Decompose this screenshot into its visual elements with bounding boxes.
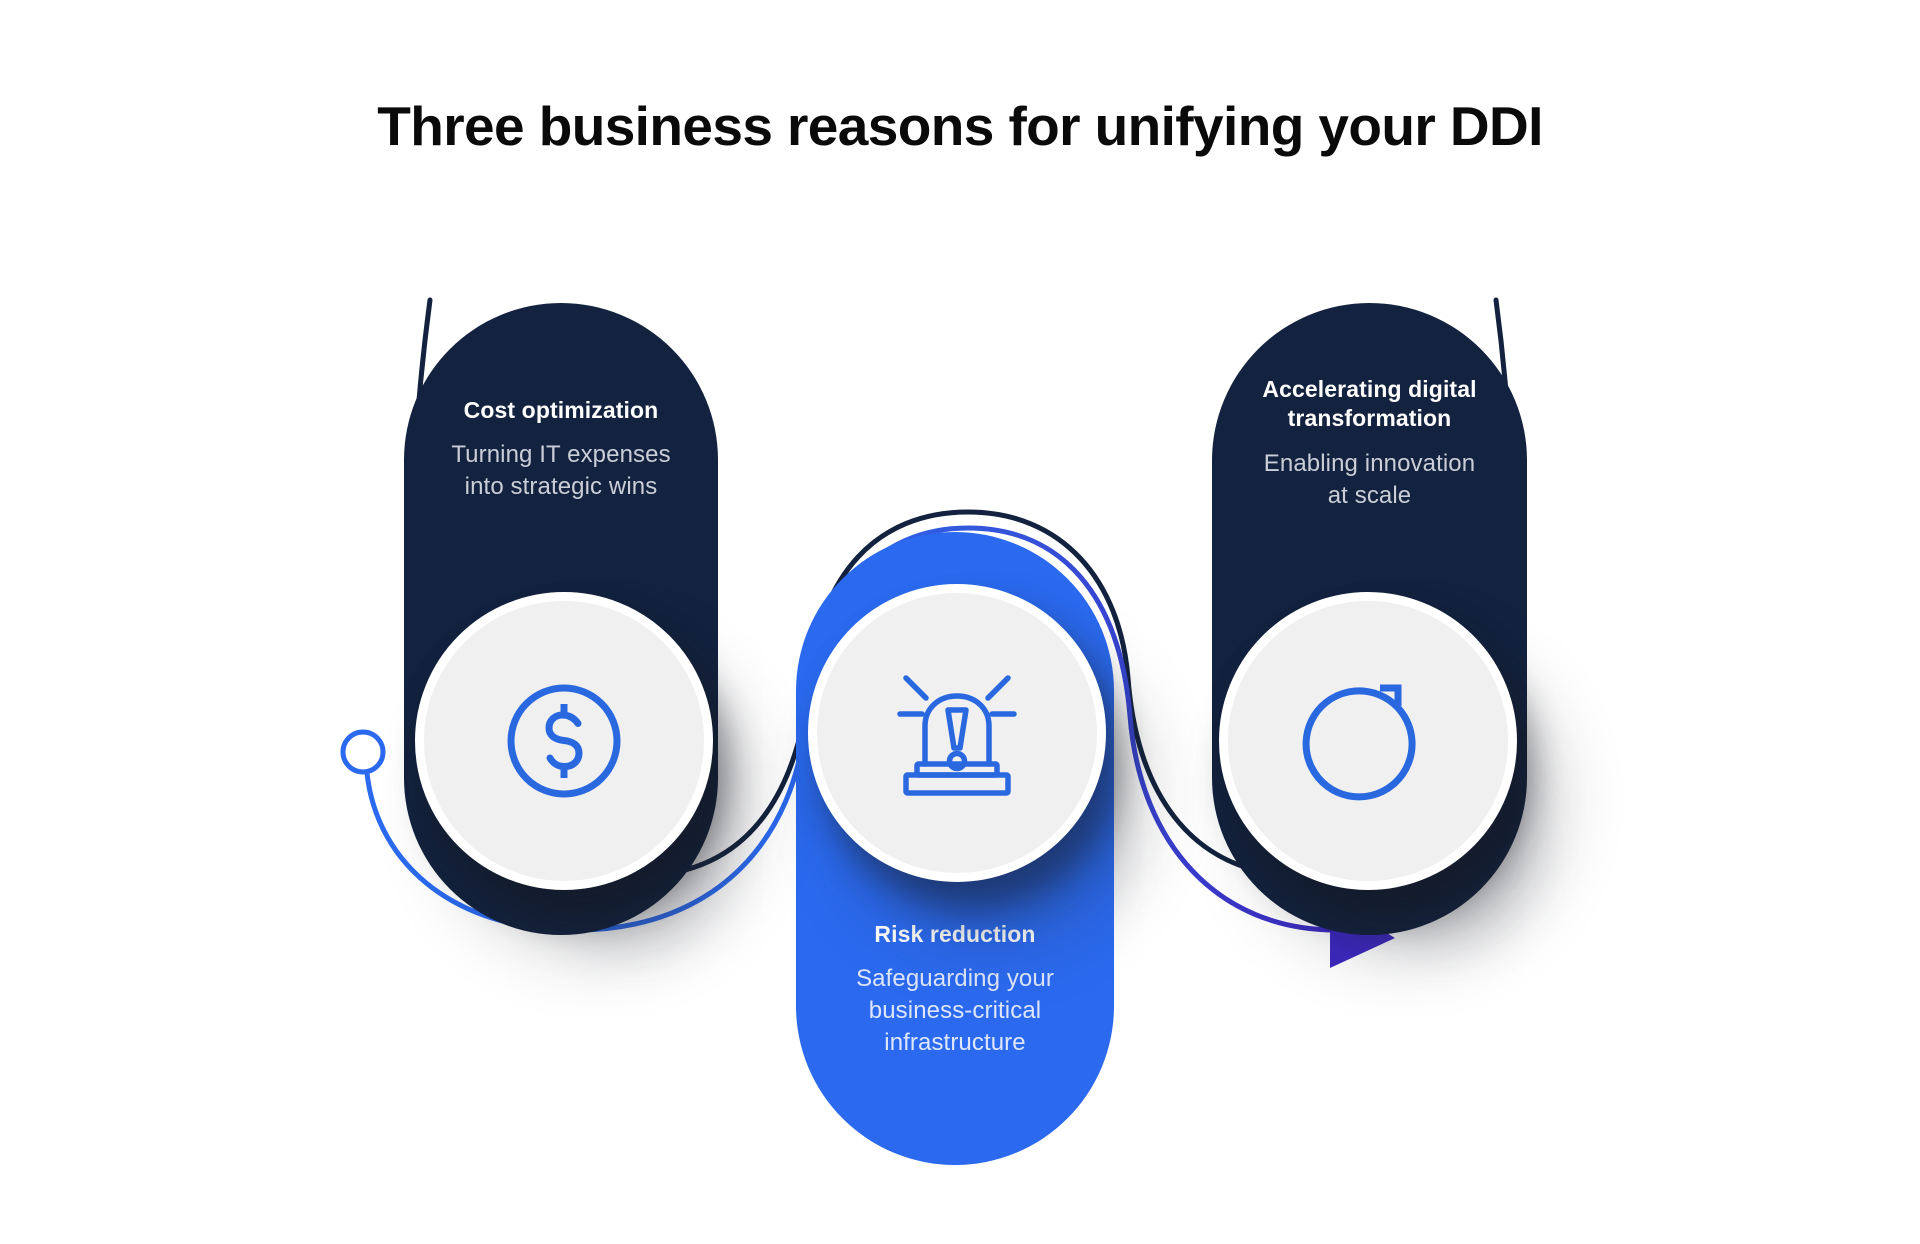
card-description: Turning IT expenses into strategic wins — [422, 439, 700, 503]
card-title: Risk reduction — [874, 921, 1036, 947]
icon-circle-cost-optimization[interactable] — [415, 592, 713, 890]
card-text-block: Accelerating digital transformation Enab… — [1212, 375, 1527, 512]
alarm-siren-icon — [897, 675, 1017, 796]
card-description-line: infrastructure — [884, 1029, 1026, 1057]
card-description-line: Turning IT expenses — [451, 441, 671, 469]
card-description-line: into strategic wins — [464, 473, 658, 501]
card-text-block: Risk reduction Safeguarding your busines… — [796, 920, 1114, 1059]
card-description-line: business-critical — [868, 997, 1042, 1025]
flow-start-node — [340, 729, 386, 775]
card-title: Accelerating digital transformation — [1230, 375, 1509, 434]
card-description-line: at scale — [1327, 481, 1412, 509]
card-title-line: Accelerating digital — [1262, 376, 1477, 402]
card-description-line: Enabling innovation — [1263, 449, 1476, 477]
icon-circle-accelerating-digital-transformation[interactable] — [1219, 592, 1517, 890]
page-title: Three business reasons for unifying your… — [377, 95, 1543, 157]
card-title-line: transformation — [1287, 405, 1452, 432]
refresh-circle-icon — [1302, 684, 1416, 801]
card-description: Safeguarding your business-critical infr… — [814, 963, 1096, 1059]
card-description: Enabling innovation at scale — [1230, 448, 1509, 512]
card-title: Cost optimization — [463, 397, 659, 423]
icon-circle-risk-reduction[interactable] — [808, 584, 1106, 882]
card-description-line: Safeguarding your — [856, 965, 1054, 993]
card-text-block: Cost optimization Turning IT expenses in… — [404, 396, 718, 503]
dollar-circle-icon — [507, 684, 621, 798]
